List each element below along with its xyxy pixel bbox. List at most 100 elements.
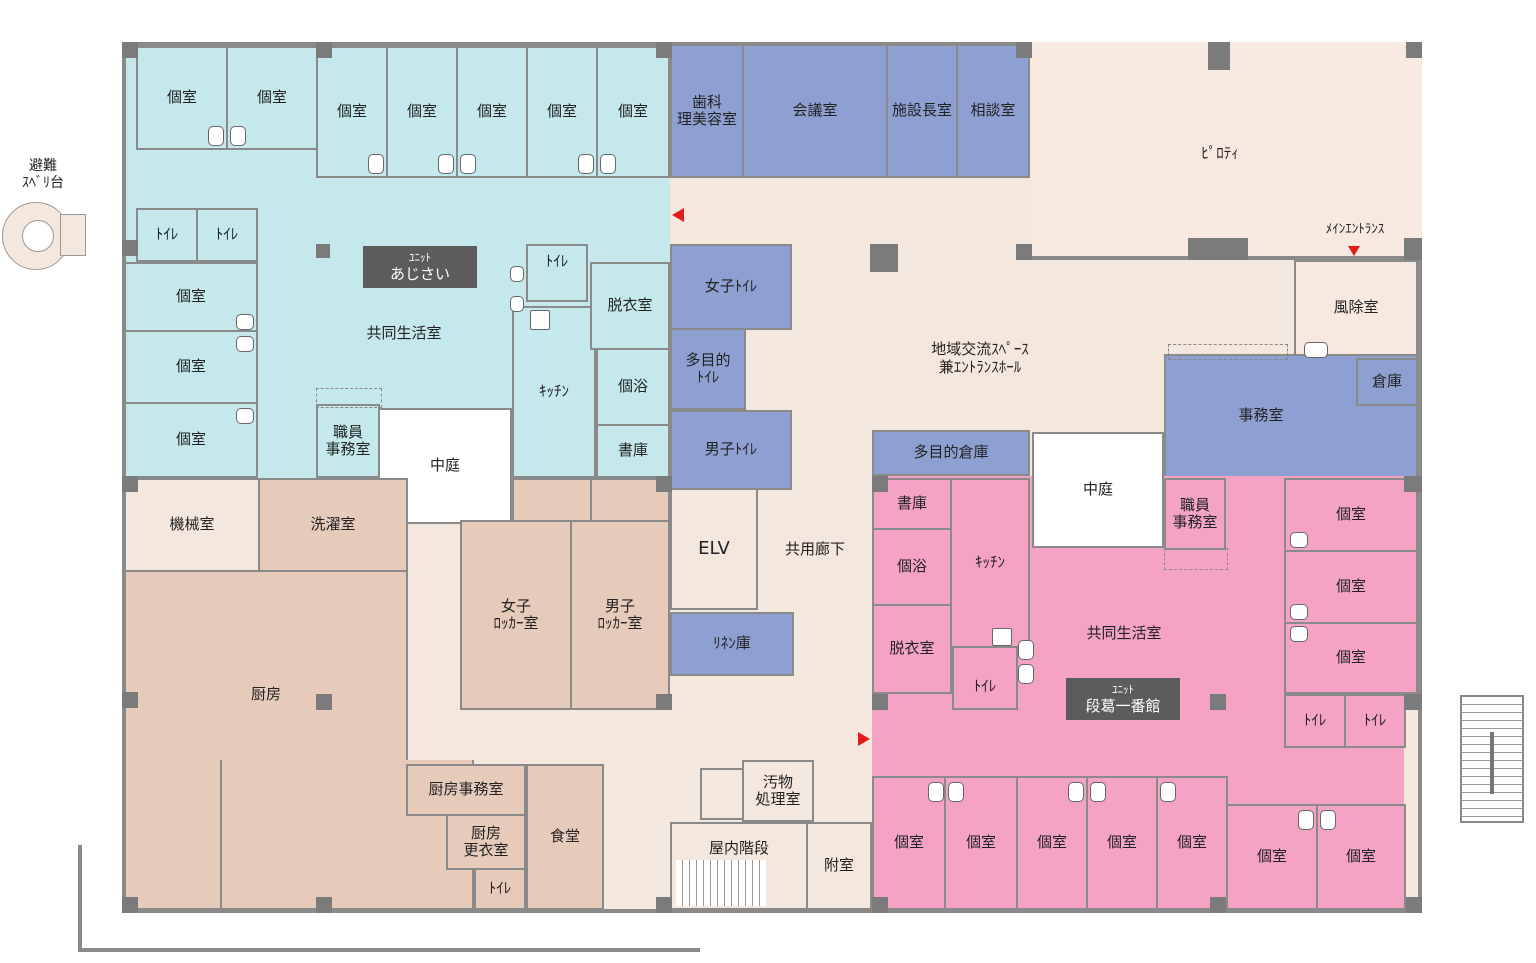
- sink-icon: [236, 314, 254, 330]
- director-room[interactable]: 施設長室: [886, 44, 958, 178]
- sink-icon: [438, 154, 454, 174]
- unit-a-toilet-1[interactable]: ﾄｲﾚ: [136, 208, 198, 262]
- outer-wall-right: [1418, 258, 1422, 913]
- waste-room[interactable]: 汚物 処理室: [742, 760, 814, 822]
- unit-a-room-2[interactable]: 個室: [226, 46, 318, 150]
- consultation-room[interactable]: 相談室: [956, 44, 1030, 178]
- unit-b-living-label: 共同生活室: [1086, 624, 1162, 642]
- column: [656, 694, 672, 710]
- unit-a-staff-office[interactable]: 職員 事務室: [316, 404, 380, 478]
- mens-locker-room[interactable]: 男子 ﾛｯｶｰ室: [570, 520, 670, 710]
- multipurpose-toilet[interactable]: 多目的 ﾄｲﾚ: [670, 328, 746, 410]
- mens-toilet[interactable]: 男子ﾄｲﾚ: [670, 410, 792, 490]
- sink-icon: [928, 782, 944, 802]
- counter-outline: [1164, 548, 1228, 570]
- womens-toilet[interactable]: 女子ﾄｲﾚ: [670, 244, 792, 330]
- sink-icon: [230, 126, 246, 146]
- kitchen-changing-room[interactable]: 厨房 更衣室: [446, 814, 526, 870]
- sink-icon: [1298, 810, 1314, 830]
- laundry-room[interactable]: 洗濯室: [258, 478, 408, 572]
- sink-icon: [948, 782, 964, 802]
- stove-icon: [530, 310, 550, 330]
- unit-a-storage[interactable]: 書庫: [596, 424, 670, 478]
- column: [656, 897, 672, 913]
- sink-icon: [578, 154, 594, 174]
- column: [1406, 897, 1422, 913]
- unit-a-badge: ﾕﾆｯﾄあじさい: [363, 246, 477, 288]
- unit-b-toilet[interactable]: ﾄｲﾚ: [952, 646, 1018, 710]
- outer-wall-bottom: [122, 909, 1422, 913]
- unit-b-toilet-3[interactable]: ﾄｲﾚ: [1344, 694, 1406, 748]
- sink-icon: [460, 154, 476, 174]
- service-shaft: [700, 768, 744, 820]
- unit-a-living-label: 共同生活室: [366, 324, 442, 342]
- unit-a-kitchen[interactable]: ｷｯﾁﾝ: [512, 306, 596, 478]
- unit-a-room-4[interactable]: 個室: [386, 46, 458, 178]
- womens-locker-room[interactable]: 女子 ﾛｯｶｰ室: [460, 520, 572, 710]
- dining-room[interactable]: 食堂: [526, 764, 604, 910]
- unit-a-room-7[interactable]: 個室: [596, 46, 670, 178]
- column: [122, 897, 138, 913]
- kitchen-annex: [220, 760, 474, 910]
- stairs-icon: [676, 860, 766, 906]
- unit-a-dressing[interactable]: 脱衣室: [590, 262, 670, 350]
- terrace-wall-bottom: [78, 948, 700, 952]
- unit-b-kitchen[interactable]: ｷｯﾁﾝ: [950, 478, 1030, 648]
- sink-icon: [1018, 640, 1034, 660]
- linen-room[interactable]: ﾘﾈﾝ庫: [670, 612, 794, 676]
- sink-icon: [1304, 342, 1328, 358]
- column: [1404, 694, 1422, 710]
- multipurpose-storage[interactable]: 多目的倉庫: [872, 430, 1030, 476]
- sink-icon: [1018, 664, 1034, 684]
- unit-b-staff-office[interactable]: 職員 事務室: [1164, 478, 1226, 550]
- column: [122, 42, 138, 58]
- kitchen-office[interactable]: 厨房事務室: [406, 764, 526, 816]
- column: [122, 240, 138, 256]
- meeting-room[interactable]: 会議室: [742, 44, 888, 178]
- unit-b-dressing[interactable]: 脱衣室: [872, 604, 952, 694]
- office-counter-outline: [1168, 344, 1288, 360]
- elevator[interactable]: ELV: [670, 488, 758, 610]
- pilotis: [1032, 42, 1422, 260]
- exchange-space-label: 地域交流ｽﾍﾟｰｽ 兼ｴﾝﾄﾗﾝｽﾎｰﾙ: [931, 340, 1029, 376]
- column: [122, 692, 138, 708]
- sink-icon: [510, 296, 524, 312]
- unit-b-badge: ﾕﾆｯﾄ段葛一番館: [1066, 678, 1180, 720]
- sink-icon: [1090, 782, 1106, 802]
- outer-wall-top: [122, 42, 1032, 46]
- slide-label: 避難 ｽﾍﾞﾘ台: [22, 158, 64, 191]
- column: [1208, 42, 1230, 70]
- unit-a-room-10[interactable]: 個室: [124, 402, 258, 478]
- column: [316, 897, 332, 913]
- machine-room[interactable]: 機械室: [124, 478, 260, 572]
- sink-icon: [1290, 626, 1308, 642]
- pilotis-label: ﾋﾟﾛﾃｨ: [1201, 144, 1239, 162]
- sink-icon: [1290, 604, 1308, 620]
- sink-icon: [1320, 810, 1336, 830]
- sink-icon: [1290, 532, 1308, 548]
- unit-b-room-1[interactable]: 個室: [1284, 478, 1418, 552]
- unit-a-kitchen-toilet[interactable]: ﾄｲﾚ: [526, 244, 588, 302]
- annex-room[interactable]: 附室: [806, 822, 872, 910]
- unit-a-bath[interactable]: 個浴: [596, 348, 670, 426]
- warehouse-room[interactable]: 倉庫: [1356, 358, 1418, 406]
- column: [1210, 897, 1226, 913]
- column: [316, 694, 332, 710]
- column: [316, 244, 330, 258]
- entry-arrow-icon: [672, 208, 684, 222]
- column: [872, 476, 888, 492]
- column: [1404, 476, 1422, 492]
- dental-room[interactable]: 歯科 理美容室: [670, 44, 744, 178]
- entry-arrow-icon: [858, 732, 870, 746]
- column: [872, 694, 888, 710]
- unit-b-toilet-2[interactable]: ﾄｲﾚ: [1284, 694, 1346, 748]
- unit-a-room-9[interactable]: 個室: [124, 330, 258, 404]
- column: [1188, 238, 1248, 260]
- column: [1016, 42, 1032, 58]
- sink-icon: [1068, 782, 1084, 802]
- kitchen-toilet[interactable]: ﾄｲﾚ: [474, 868, 526, 910]
- unit-b-bath[interactable]: 個浴: [872, 528, 952, 606]
- sink-icon: [208, 126, 224, 146]
- main-entrance-label: ﾒｲﾝｴﾝﾄﾗﾝｽ: [1325, 222, 1385, 237]
- unit-a-toilet-2[interactable]: ﾄｲﾚ: [196, 208, 258, 262]
